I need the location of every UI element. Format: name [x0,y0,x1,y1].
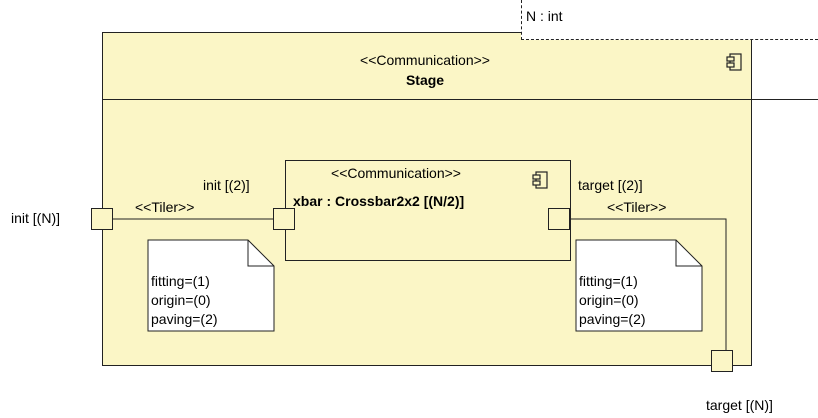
left-note-line: paving=(2) [151,311,218,327]
inner-target-label: target [(2)] [578,177,643,193]
stage-compartment-divider [102,99,818,100]
left-note-fold [247,240,274,267]
component-icon [532,171,548,189]
outer-target-port[interactable] [711,350,733,372]
outer-init-port[interactable] [91,208,113,230]
stage-name: Stage [405,72,445,88]
stage-stereotype: <<Communication>> [360,52,490,68]
xbar-name: xbar : Crossbar2x2 [(N/2)] [293,193,465,209]
right-note-line: paving=(2) [579,311,646,327]
right-note-line: origin=(0) [579,292,639,308]
left-note-line: fitting=(1) [151,273,210,289]
xbar-component[interactable] [285,160,571,261]
xbar-stereotype: <<Communication>> [331,165,461,181]
component-icon [726,53,742,71]
right-connector-stereotype: <<Tiler>> [607,199,667,215]
parameter-box[interactable] [521,0,818,40]
inner-init-label: init [(2)] [203,177,250,193]
right-note-line: fitting=(1) [579,273,638,289]
inner-target-port[interactable] [548,208,570,230]
outer-target-label: target [(N)] [706,397,773,413]
right-note-shape [575,239,703,332]
left-note-line: origin=(0) [151,292,211,308]
parameter-label: N : int [526,8,563,24]
outer-init-label: init [(N)] [11,210,60,226]
right-note-fold [675,240,702,267]
left-connector-stereotype: <<Tiler>> [135,199,195,215]
inner-init-port[interactable] [273,208,295,230]
right-connector-line [570,218,727,359]
left-note-shape [147,239,275,332]
